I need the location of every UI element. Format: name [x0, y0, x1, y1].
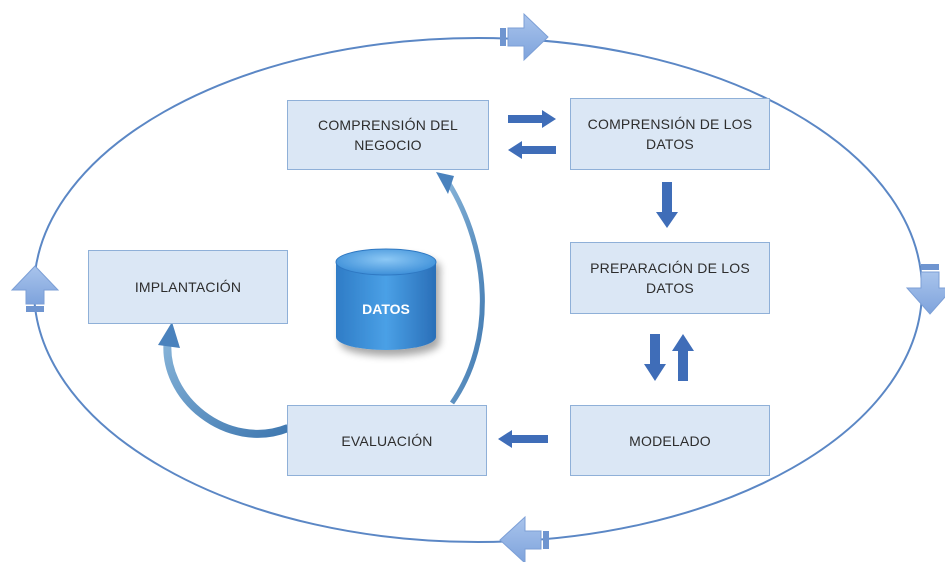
box-modeling-label: MODELADO	[629, 432, 711, 449]
arrow-down-icon	[656, 182, 678, 228]
arrow-down-icon	[644, 334, 666, 381]
cycle-arrow-right-icon	[905, 264, 945, 315]
curved-arrow-to-business-icon	[436, 172, 485, 405]
cycle-arrow-bottom-icon	[499, 515, 549, 562]
box-business-understanding-label: COMPRENSIÓN DEL NEGOCIO	[318, 117, 458, 153]
arrow-left-icon	[508, 141, 556, 159]
cycle-arrow-top-icon	[500, 12, 549, 62]
box-evaluation-label: EVALUACIÓN	[341, 432, 433, 449]
box-data-understanding-label: COMPRENSIÓN DE LOS DATOS	[587, 116, 753, 152]
box-modeling: MODELADO	[570, 405, 770, 476]
box-data-understanding: COMPRENSIÓN DE LOS DATOS	[570, 98, 770, 170]
box-data-preparation-label: PREPARACIÓN DE LOS DATOS	[590, 260, 750, 296]
arrow-up-icon	[672, 334, 694, 381]
curved-arrow-to-deployment-icon	[158, 322, 290, 438]
arrow-left-icon	[498, 430, 548, 448]
box-deployment: IMPLANTACIÓN	[88, 250, 288, 324]
box-deployment-label: IMPLANTACIÓN	[134, 279, 242, 295]
box-business-understanding: COMPRENSIÓN DEL NEGOCIO	[287, 100, 489, 170]
database-label: DATOS	[362, 301, 410, 317]
database-icon	[335, 248, 437, 350]
arrow-right-icon	[508, 110, 556, 128]
box-data-preparation: PREPARACIÓN DE LOS DATOS	[570, 242, 770, 314]
box-evaluation: EVALUACIÓN	[287, 405, 487, 476]
cycle-arrow-left-icon	[10, 265, 60, 312]
